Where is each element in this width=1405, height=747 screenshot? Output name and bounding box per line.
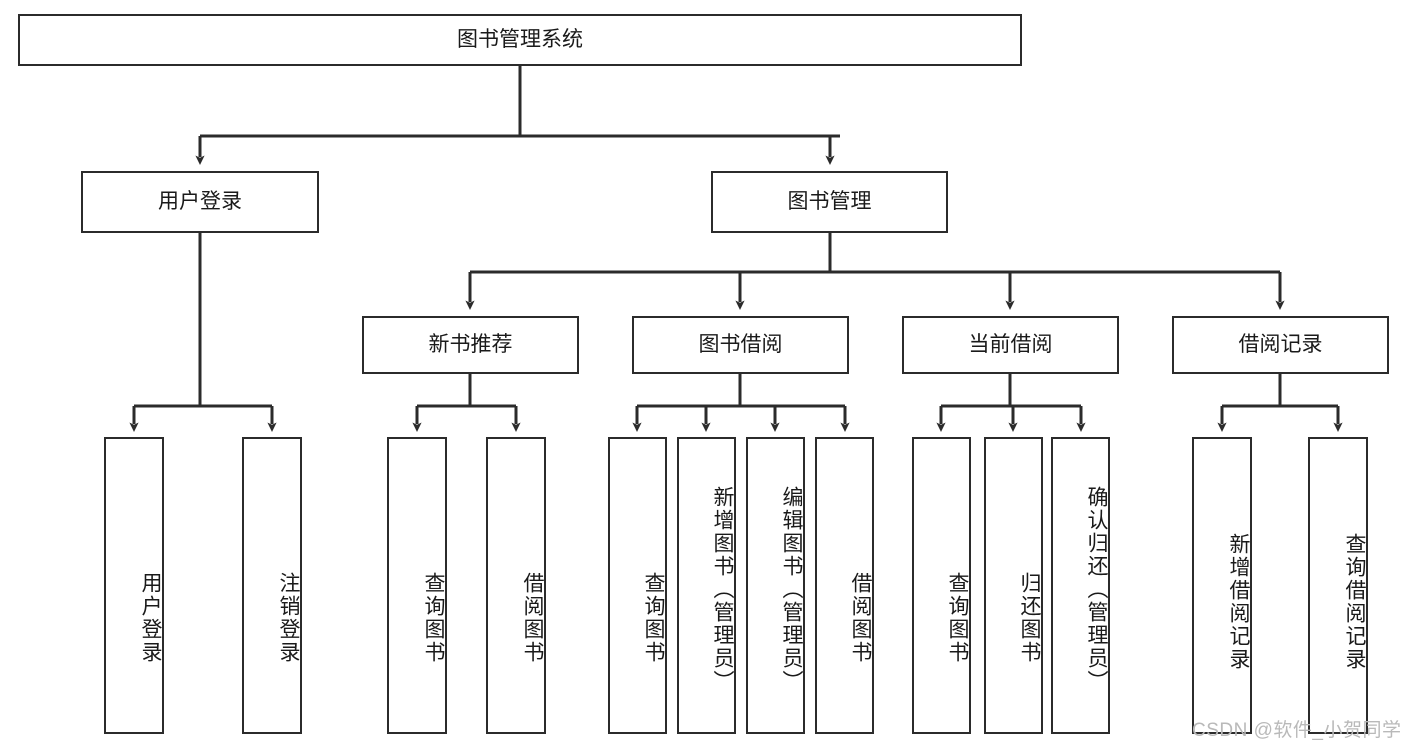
node-label: 归还图书: [1018, 571, 1041, 664]
node-leaf-confirm-return-admin[interactable]: 确认归还（管理员）: [1051, 437, 1110, 734]
node-label: 借阅图书: [849, 571, 872, 664]
node-leaf-add-borrow-record[interactable]: 新增借阅记录: [1192, 437, 1252, 734]
node-label: 新增借阅记录: [1227, 532, 1250, 671]
watermark-text: CSDN @软件_小贺同学: [1192, 720, 1402, 741]
node-label: 新增图书（管理员）: [711, 486, 734, 693]
node-root-system[interactable]: 图书管理系统: [18, 14, 1022, 66]
node-label: 用户登录: [139, 571, 162, 664]
node-label: 当前借阅: [968, 332, 1053, 356]
node-leaf-user-logout[interactable]: 注销登录: [242, 437, 302, 734]
node-leaf-edit-book-admin[interactable]: 编辑图书（管理员）: [746, 437, 805, 734]
node-label: 确认归还（管理员）: [1085, 486, 1108, 693]
node-label: 图书管理系统: [457, 27, 583, 51]
node-borrow-record[interactable]: 借阅记录: [1172, 316, 1389, 374]
node-label: 新书推荐: [428, 332, 513, 356]
node-leaf-user-login[interactable]: 用户登录: [104, 437, 164, 734]
node-current-borrow[interactable]: 当前借阅: [902, 316, 1119, 374]
node-label: 借阅图书: [521, 571, 544, 664]
node-book-borrow[interactable]: 图书借阅: [632, 316, 849, 374]
node-label: 查询图书: [946, 571, 969, 664]
node-leaf-query-borrow-record[interactable]: 查询借阅记录: [1308, 437, 1368, 734]
node-leaf-borrow-book-rec[interactable]: 借阅图书: [486, 437, 546, 734]
node-user-login[interactable]: 用户登录: [81, 171, 319, 233]
node-label: 注销登录: [277, 571, 300, 664]
node-leaf-return-book[interactable]: 归还图书: [984, 437, 1043, 734]
node-leaf-query-book-current[interactable]: 查询图书: [912, 437, 971, 734]
node-label: 查询借阅记录: [1343, 532, 1366, 671]
node-label: 编辑图书（管理员）: [780, 486, 803, 693]
node-new-book-recommend[interactable]: 新书推荐: [362, 316, 579, 374]
node-leaf-add-book-admin[interactable]: 新增图书（管理员）: [677, 437, 736, 734]
node-label: 借阅记录: [1238, 332, 1323, 356]
node-book-manage[interactable]: 图书管理: [711, 171, 948, 233]
node-leaf-query-book-rec[interactable]: 查询图书: [387, 437, 447, 734]
node-label: 图书管理: [787, 189, 872, 213]
node-label: 用户登录: [158, 189, 242, 213]
node-leaf-query-book-borrow[interactable]: 查询图书: [608, 437, 667, 734]
node-leaf-borrow-book[interactable]: 借阅图书: [815, 437, 874, 734]
node-label: 查询图书: [422, 571, 445, 664]
node-label: 查询图书: [642, 571, 665, 664]
node-label: 图书借阅: [698, 332, 783, 356]
